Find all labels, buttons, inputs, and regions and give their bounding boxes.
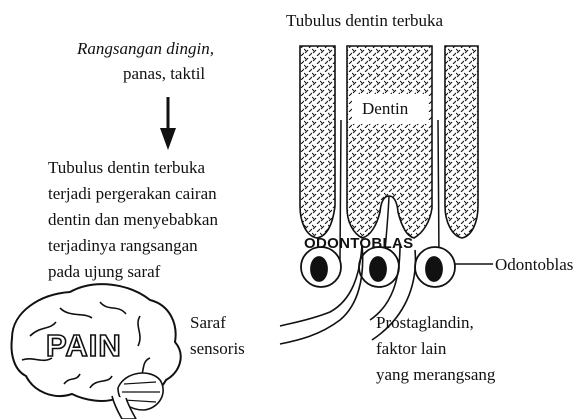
odontoblast-layer-label: ODONTOBLAS xyxy=(304,234,413,254)
dentin-column-2 xyxy=(347,46,432,238)
brain-pain-word: PAIN xyxy=(46,326,122,367)
odontoblast-label: Odontoblas xyxy=(495,254,573,276)
dentin-column-3 xyxy=(445,46,478,238)
dentin-column-1 xyxy=(300,46,335,238)
dentin-label: Dentin xyxy=(362,98,408,120)
odontoblast-nucleus-3 xyxy=(426,257,442,281)
stimulus-arrow xyxy=(160,97,176,150)
prostaglandin-line1: Prostaglandin, xyxy=(376,312,474,334)
description-line5: pada ujung saraf xyxy=(48,261,160,283)
description-line3: dentin dan menyebabkan xyxy=(48,209,218,231)
description-line1: Tubulus dentin terbuka xyxy=(48,157,205,179)
prostaglandin-line3: yang merangsang xyxy=(376,364,495,386)
description-line2: terjadi pergerakan cairan xyxy=(48,183,217,205)
odontoblast-nucleus-1 xyxy=(311,257,327,281)
prostaglandin-line2: faktor lain xyxy=(376,338,446,360)
stimulus-label-line1: Rangsangan dingin, xyxy=(77,38,214,60)
nerve-label-line2: sensoris xyxy=(190,338,245,360)
description-line4: terjadinya rangsangan xyxy=(48,235,198,257)
stimulus-label-line2: panas, taktil xyxy=(123,63,205,85)
odontoblast-nucleus-2 xyxy=(370,257,386,281)
top-title: Tubulus dentin terbuka xyxy=(286,10,443,32)
nerve-label-line1: Saraf xyxy=(190,312,226,334)
